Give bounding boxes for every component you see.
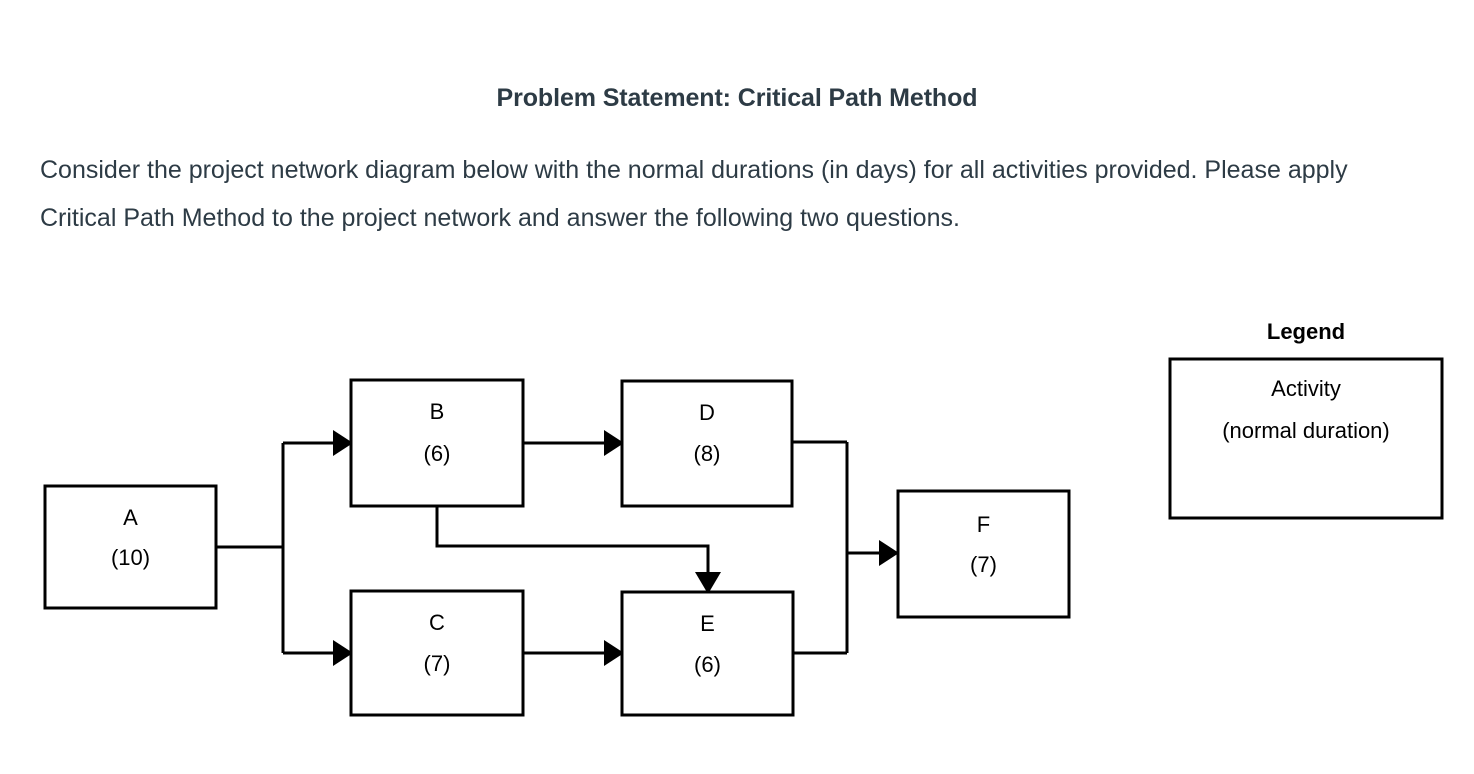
problem-statement-paragraph: Consider the project network diagram bel… (40, 156, 1348, 232)
node-b[interactable]: B (6) (349, 378, 525, 508)
legend-heading: Legend (1267, 319, 1345, 344)
page-title: Problem Statement: Critical Path Method (496, 84, 978, 112)
node-e-label: E (700, 611, 715, 636)
edge-b-to-d (523, 430, 624, 456)
node-b-label: B (430, 399, 445, 424)
edge-merge-to-f (845, 442, 899, 653)
node-c-label: C (429, 610, 445, 635)
node-c-duration: (7) (424, 651, 451, 676)
node-d-duration: (8) (694, 441, 721, 466)
node-b-duration: (6) (424, 441, 451, 466)
edge-a-to-c (283, 640, 353, 666)
node-f[interactable]: F (7) (896, 489, 1071, 619)
legend: Legend Activity (normal duration) (1168, 319, 1444, 520)
edge-a-to-b (283, 430, 353, 456)
node-c[interactable]: C (7) (349, 589, 525, 717)
node-f-label: F (977, 512, 990, 537)
node-a[interactable]: A (10) (43, 484, 218, 610)
edge-b-to-e (435, 506, 721, 594)
network-diagram-svg: A (10) B (6) C (7) D (8) E (6) F (7) (43, 319, 1444, 717)
arrowhead-into-b (333, 430, 353, 456)
arrowhead-into-f (879, 540, 899, 566)
edge-c-to-e (523, 640, 624, 666)
edge-a-split (216, 443, 285, 653)
node-a-label: A (123, 505, 138, 530)
arrowhead-into-e-left (604, 640, 624, 666)
network-diagram: A (10) B (6) C (7) D (8) E (6) F (7) (0, 300, 1474, 774)
legend-line-duration: (normal duration) (1222, 418, 1390, 443)
arrowhead-into-e-top (695, 572, 721, 594)
node-e[interactable]: E (6) (620, 590, 795, 717)
arrowhead-into-c (333, 640, 353, 666)
node-a-duration: (10) (111, 545, 150, 570)
arrowhead-into-d (604, 430, 624, 456)
node-d-label: D (699, 400, 715, 425)
node-e-duration: (6) (694, 652, 721, 677)
node-f-duration: (7) (970, 552, 997, 577)
legend-line-activity: Activity (1271, 376, 1341, 401)
node-d[interactable]: D (8) (620, 379, 794, 508)
